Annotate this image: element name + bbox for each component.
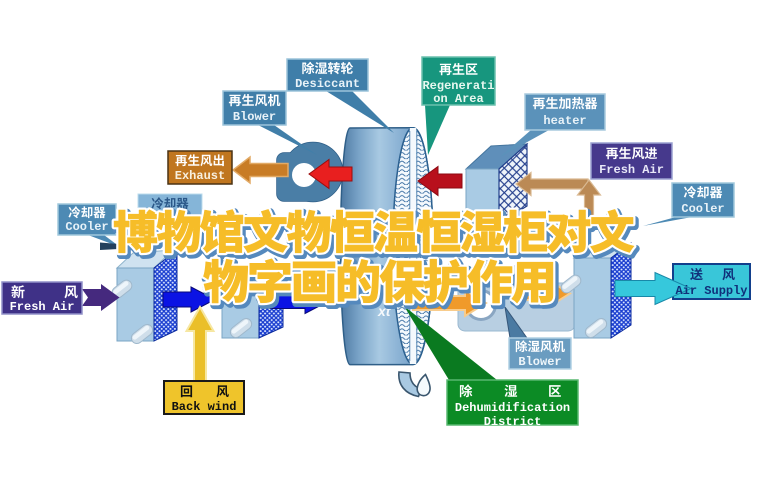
svg-text:Cooler: Cooler bbox=[681, 202, 724, 216]
svg-text:Desiccant: Desiccant bbox=[295, 77, 360, 91]
svg-text:District: District bbox=[484, 415, 542, 429]
svg-text:Dehumidification: Dehumidification bbox=[455, 401, 570, 415]
svg-text:Cooler: Cooler bbox=[65, 220, 108, 234]
svg-text:Air Supply: Air Supply bbox=[675, 284, 747, 298]
svg-text:Blower: Blower bbox=[233, 110, 276, 124]
svg-text:Regenerati: Regenerati bbox=[422, 79, 494, 93]
svg-text:heater: heater bbox=[543, 114, 586, 128]
svg-text:Fresh Air: Fresh Air bbox=[599, 163, 664, 177]
svg-text:Back wind: Back wind bbox=[172, 400, 237, 414]
svg-text:Exhaust: Exhaust bbox=[175, 169, 225, 183]
svg-text:Blower: Blower bbox=[518, 355, 561, 369]
svg-text:on Area: on Area bbox=[433, 92, 483, 106]
svg-text:Fresh Air: Fresh Air bbox=[10, 300, 75, 314]
